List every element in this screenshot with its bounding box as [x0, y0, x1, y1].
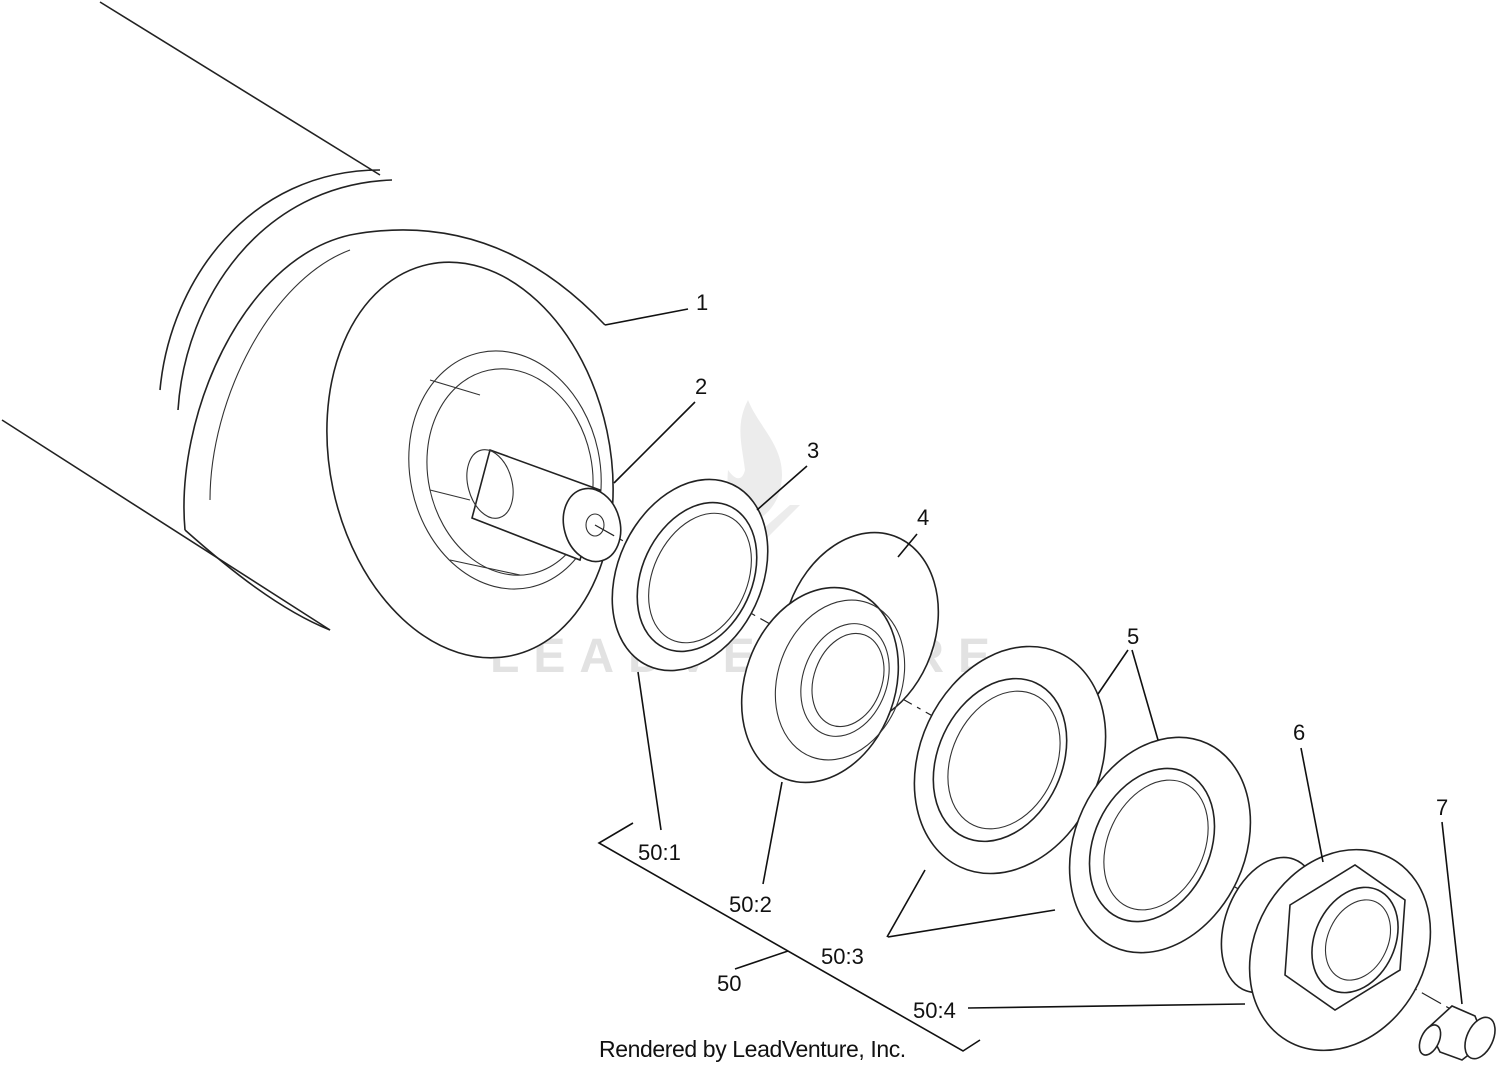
callout-4: 4 — [917, 505, 929, 530]
shaft — [466, 448, 622, 563]
callout-50-2: 50:2 — [729, 892, 772, 917]
callout-50-3: 50:3 — [821, 944, 864, 969]
callout-1: 1 — [696, 290, 708, 315]
nut — [1220, 848, 1432, 1052]
callout-50-1: 50:1 — [638, 840, 681, 865]
callout-50-4: 50:4 — [913, 998, 956, 1023]
seal-first — [913, 645, 1107, 875]
seal-second — [1068, 736, 1252, 954]
bearing — [740, 531, 940, 784]
watermark-chevron-icon — [700, 505, 800, 560]
callout-2: 2 — [695, 374, 707, 399]
callout-50: 50 — [717, 971, 741, 996]
callout-labels: 1 2 3 4 5 6 7 50:1 50:2 50:3 50:4 50 — [638, 290, 1448, 1023]
roller — [1, 1, 614, 659]
callout-7: 7 — [1436, 795, 1448, 820]
leader-lines — [597, 308, 1463, 1052]
callout-5: 5 — [1127, 624, 1139, 649]
grease-fitting — [1418, 1005, 1496, 1061]
washer — [611, 478, 769, 672]
callout-3: 3 — [807, 438, 819, 463]
render-credit: Rendered by LeadVenture, Inc. — [599, 1036, 906, 1062]
callout-6: 6 — [1293, 720, 1305, 745]
